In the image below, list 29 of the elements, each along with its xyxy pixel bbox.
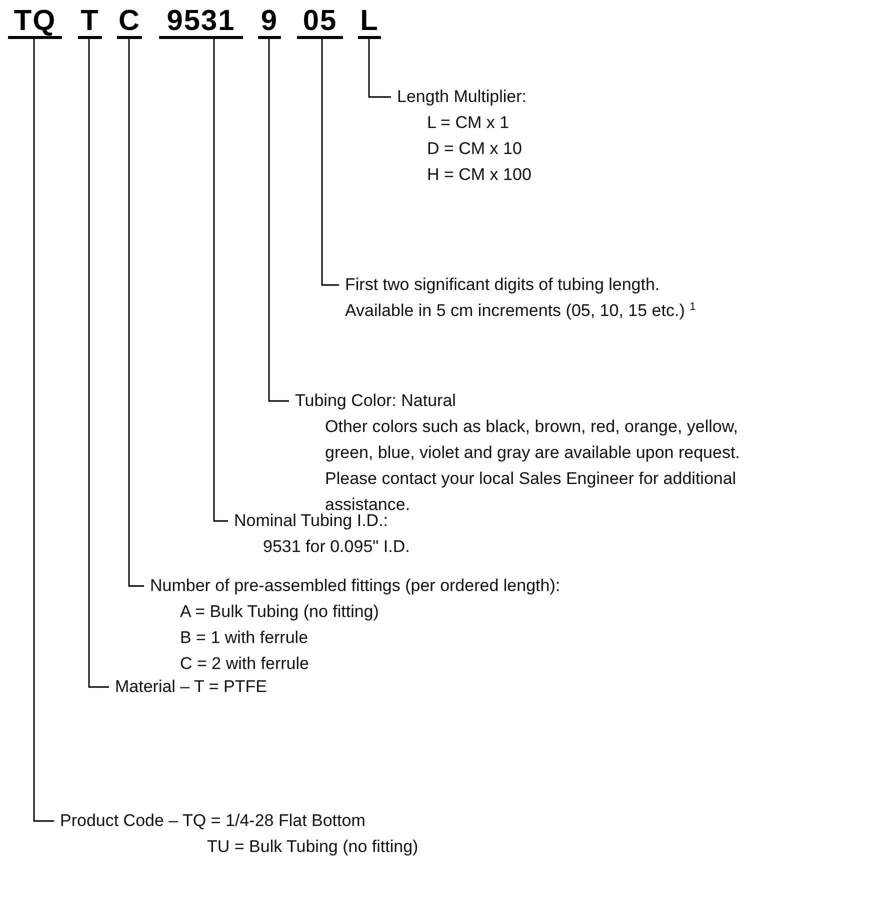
description-line: C = 2 with ferrule — [180, 653, 310, 675]
description-line: D = CM x 10 — [427, 138, 523, 160]
description-heading: Number of pre-assembled fittings (per ordered length): — [150, 575, 562, 597]
code-segment: 9 — [258, 6, 281, 39]
code-segment: 9531 — [159, 6, 243, 39]
description-heading: Tubing Color: Natural — [295, 390, 457, 412]
code-segment: L — [358, 6, 381, 39]
code-segment: T — [78, 6, 102, 39]
description-heading: First two significant digits of tubing length. — [345, 274, 661, 296]
code-segment: C — [117, 6, 142, 39]
leader-line — [88, 39, 109, 688]
leader-line — [213, 39, 228, 522]
description-heading: Material – T = PTFE — [115, 676, 268, 698]
description-heading: Product Code – TQ = 1/4-28 Flat Bottom — [60, 810, 366, 832]
description-line: TU = Bulk Tubing (no fitting) — [207, 836, 420, 858]
description-line: A = Bulk Tubing (no fitting) — [180, 601, 380, 623]
leader-line — [368, 39, 391, 98]
description-heading: Length Multiplier: — [397, 86, 528, 108]
description-line: B = 1 with ferrule — [180, 627, 310, 649]
leader-line — [321, 39, 339, 286]
description-line: H = CM x 100 — [427, 164, 532, 186]
leader-line — [268, 39, 289, 402]
description-line: L = CM x 1 — [427, 112, 510, 134]
leader-line — [128, 39, 144, 587]
leader-line — [33, 39, 54, 822]
description-line: 9531 for 0.095" I.D. — [263, 536, 411, 558]
description-line: Available in 5 cm increments (05, 10, 15 etc.) $^{1}$ — [345, 300, 697, 322]
code-segment: 05 — [297, 6, 343, 39]
code-segment: TQ — [8, 6, 62, 39]
